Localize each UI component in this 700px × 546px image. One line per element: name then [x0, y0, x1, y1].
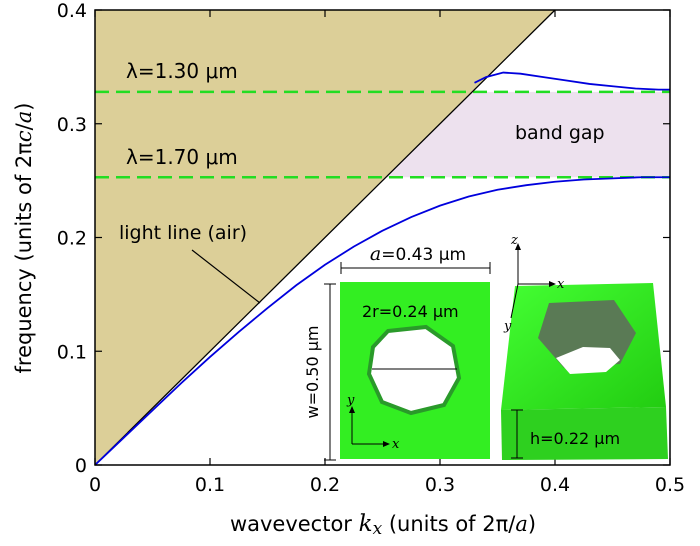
- y-tick-label: 0: [75, 455, 87, 477]
- slab-3d-front-face: [501, 407, 668, 460]
- light-line-label: light line (air): [119, 222, 247, 244]
- 2r-dimension-label: 2r=0.24 μm: [362, 302, 459, 321]
- x-tick-label: 0.2: [310, 474, 340, 496]
- x-axis-label: wavevector kx (units of 2π/a): [230, 511, 536, 539]
- x-tick-label: 0.4: [540, 474, 570, 496]
- y-tick-label: 0.1: [57, 341, 87, 363]
- inset-top-view: a=0.43 μm w=0.50 μm 2r=0.24 μm y x: [303, 243, 491, 461]
- top-view-y-label: y: [346, 393, 355, 408]
- 3d-x-label: x: [557, 277, 565, 292]
- hole-top-view: [366, 324, 462, 416]
- band-gap-region: [385, 91, 670, 178]
- h-dimension-label: h=0.22 μm: [530, 429, 620, 448]
- inset-3d-view: h=0.22 μm z x y: [501, 233, 668, 460]
- 3d-x-arrow: [549, 281, 556, 287]
- 3d-y-axis: [510, 283, 519, 319]
- light-line: [94, 9, 556, 466]
- hline-label-1: λ=1.30 μm: [126, 59, 238, 83]
- hole-3d-opening: [556, 347, 620, 374]
- 3d-y-label: y: [503, 319, 512, 334]
- y-tick-label: 0.4: [57, 0, 87, 22]
- 3d-z-arrow: [515, 243, 521, 250]
- band-gap-label: band gap: [515, 122, 605, 144]
- top-view-x-arrow: [383, 441, 390, 447]
- w-dimension-label: w=0.50 μm: [303, 326, 322, 419]
- band-curve-2: [474, 71, 670, 91]
- x-tick-label: 0.3: [425, 474, 455, 496]
- light-line-pointer: [191, 249, 261, 304]
- y-axis-label: frequency (units of 2πc/a): [12, 103, 36, 374]
- x-tick-label: 0: [89, 474, 101, 496]
- top-view-y-arrow: [349, 406, 355, 413]
- y-tick-label: 0.2: [57, 228, 87, 250]
- a-dimension-label: a=0.43 μm: [370, 243, 466, 265]
- 3d-z-label: z: [510, 233, 518, 248]
- hline-label-2: λ=1.70 μm: [126, 145, 238, 169]
- band-curve-1: [94, 176, 670, 466]
- top-view-x-label: x: [392, 437, 400, 452]
- y-tick-label: 0.3: [57, 114, 87, 136]
- x-tick-label: 0.5: [655, 474, 685, 496]
- x-tick-label: 0.1: [195, 474, 225, 496]
